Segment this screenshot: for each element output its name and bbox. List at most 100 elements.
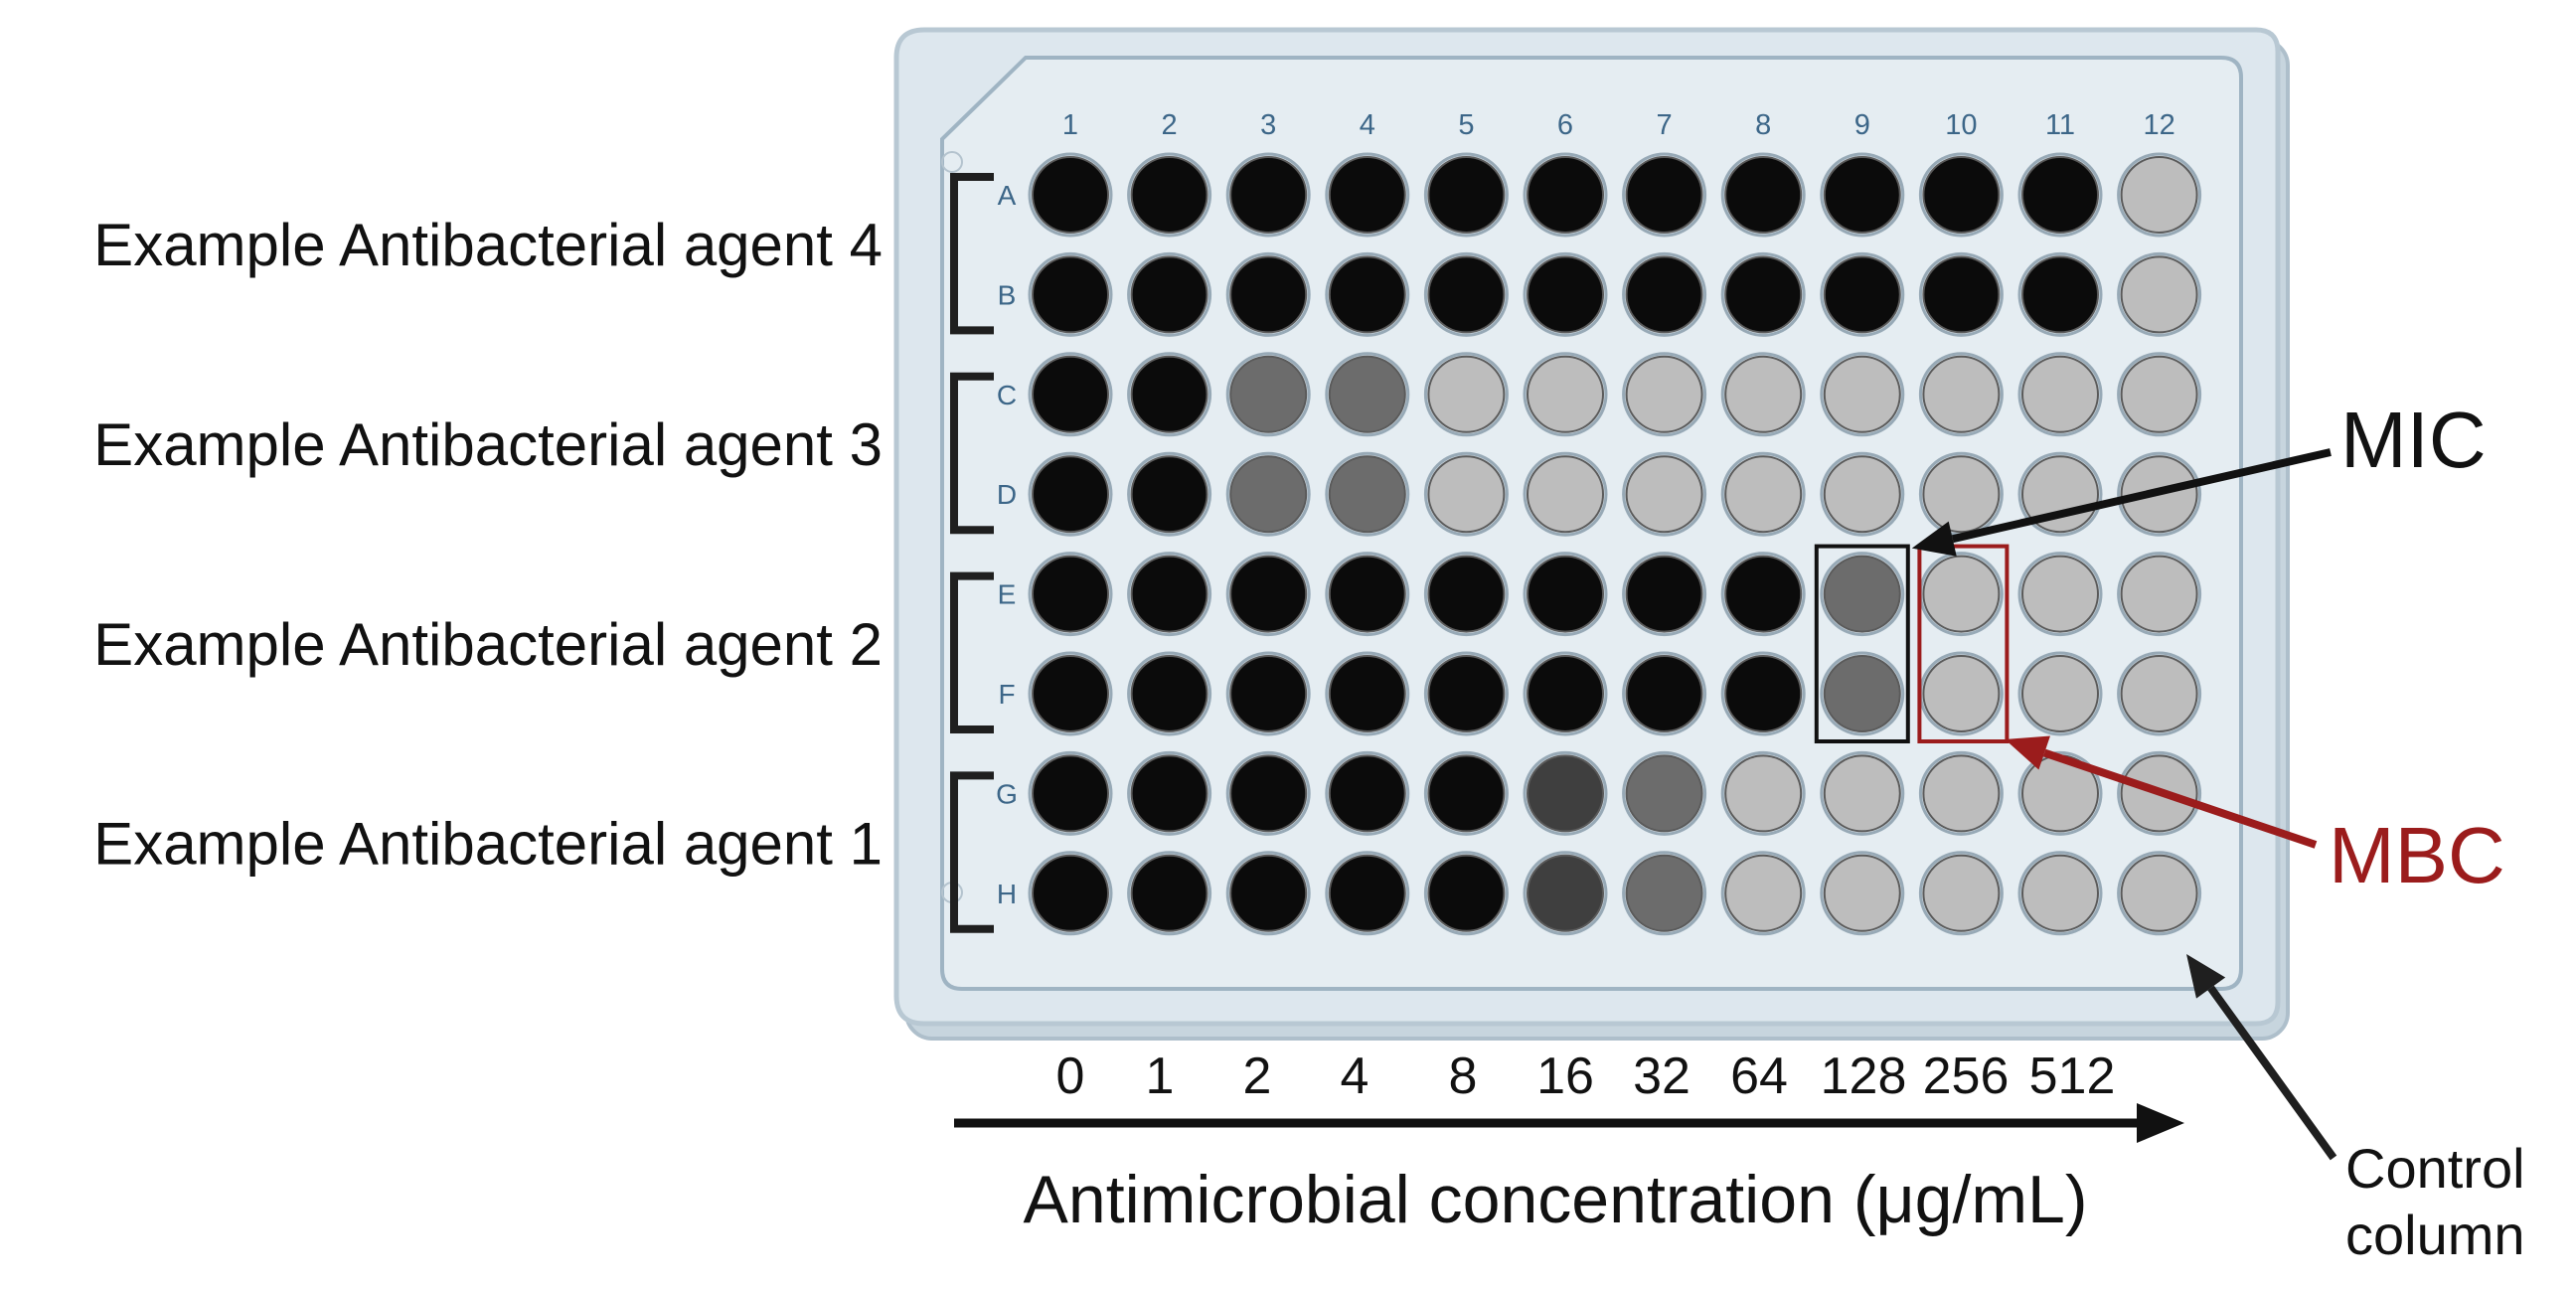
column-label-1: 1: [1062, 109, 1078, 141]
well-D6: [1527, 455, 1604, 534]
well-D10: [1922, 455, 2001, 534]
concentration-label-32: 32: [1633, 1047, 1690, 1105]
mbc-label: MBC: [2329, 811, 2505, 899]
group-brackets: [950, 173, 994, 933]
row-label-H: H: [997, 879, 1017, 909]
well-B3: [1229, 255, 1308, 334]
row-label-F: F: [998, 679, 1015, 710]
row-label-C: C: [997, 380, 1017, 410]
well-C4: [1328, 355, 1406, 433]
well-C11: [2021, 355, 2099, 433]
well-G4: [1328, 754, 1406, 833]
well-C7: [1625, 355, 1703, 433]
well-C10: [1922, 355, 2001, 433]
column-label-8: 8: [1755, 109, 1771, 141]
well-E3: [1229, 555, 1308, 633]
well-A3: [1229, 156, 1308, 234]
well-A2: [1130, 156, 1208, 234]
well-F11: [2021, 655, 2099, 732]
concentration-label-2: 2: [1243, 1047, 1272, 1105]
well-E8: [1724, 555, 1803, 633]
column-label-12: 12: [2143, 109, 2174, 141]
well-E11: [2021, 555, 2099, 633]
well-A12: [2120, 156, 2198, 234]
well-D3: [1229, 455, 1308, 534]
well-C6: [1527, 355, 1604, 433]
highlight-boxes: [1814, 544, 2010, 743]
well-G8: [1724, 754, 1803, 833]
well-A10: [1922, 156, 2001, 234]
row-label-A: A: [998, 180, 1017, 211]
well-E12: [2120, 555, 2198, 633]
column-label-4: 4: [1360, 109, 1375, 141]
well-H3: [1229, 854, 1308, 932]
well-G10: [1922, 754, 2001, 833]
well-D4: [1328, 455, 1406, 534]
column-label-10: 10: [1945, 109, 1977, 141]
well-B8: [1724, 255, 1803, 334]
well-F1: [1032, 655, 1109, 732]
mic-arrow-head: [1911, 521, 1957, 557]
well-H9: [1823, 854, 1901, 932]
well-G3: [1229, 754, 1308, 833]
column-label-9: 9: [1854, 109, 1870, 141]
well-C3: [1229, 355, 1308, 433]
well-D9: [1823, 455, 1901, 534]
well-E7: [1625, 555, 1703, 633]
column-label-11: 11: [2045, 109, 2075, 141]
well-C12: [2120, 355, 2198, 433]
mbc-arrow-head: [2005, 735, 2050, 770]
concentration-label-64: 64: [1730, 1047, 1788, 1105]
agent-label-4: Example Antibacterial agent 4: [93, 212, 883, 278]
well-B4: [1328, 255, 1406, 334]
control-label-line2: column: [2345, 1204, 2525, 1266]
column-label-3: 3: [1260, 109, 1276, 141]
well-B11: [2021, 255, 2099, 334]
mic-highlight-box: [1814, 544, 1910, 743]
column-label-2: 2: [1162, 109, 1178, 141]
well-A1: [1032, 156, 1109, 234]
mic-label: MIC: [2340, 396, 2487, 484]
well-G7: [1625, 754, 1703, 833]
row-label-D: D: [997, 479, 1017, 510]
well-F7: [1625, 655, 1703, 732]
column-label-6: 6: [1557, 109, 1573, 141]
well-H10: [1922, 854, 2001, 932]
well-B2: [1130, 255, 1208, 334]
mic-arrow-line: [1951, 448, 2332, 544]
well-C2: [1130, 355, 1208, 433]
bracket-ab: [950, 173, 994, 335]
control-arrow-head: [2186, 954, 2226, 999]
well-E5: [1427, 555, 1506, 633]
well-E1: [1032, 555, 1109, 633]
well-H1: [1032, 854, 1109, 932]
concentration-label-16: 16: [1536, 1047, 1594, 1105]
bracket-gh: [950, 771, 994, 933]
well-G5: [1427, 754, 1506, 833]
well-C9: [1823, 355, 1901, 433]
bracket-ef: [950, 571, 994, 733]
well-C1: [1032, 355, 1109, 433]
plate-notch-top: [941, 151, 963, 173]
well-F10: [1922, 655, 2001, 732]
well-C8: [1724, 355, 1803, 433]
well-G9: [1823, 754, 1901, 833]
well-A7: [1625, 156, 1703, 234]
well-D8: [1724, 455, 1803, 534]
well-H11: [2021, 854, 2099, 932]
concentration-label-1: 1: [1146, 1047, 1175, 1105]
concentration-label-8: 8: [1449, 1047, 1478, 1105]
well-A6: [1527, 156, 1604, 234]
well-F2: [1130, 655, 1208, 732]
axis-label: Antimicrobial concentration (μg/mL): [1024, 1162, 2088, 1237]
concentration-label-4: 4: [1341, 1047, 1369, 1105]
axis-arrow-head: [2137, 1103, 2184, 1143]
well-H6: [1527, 854, 1604, 932]
well-B1: [1032, 255, 1109, 334]
agent-label-3: Example Antibacterial agent 3: [93, 411, 883, 478]
